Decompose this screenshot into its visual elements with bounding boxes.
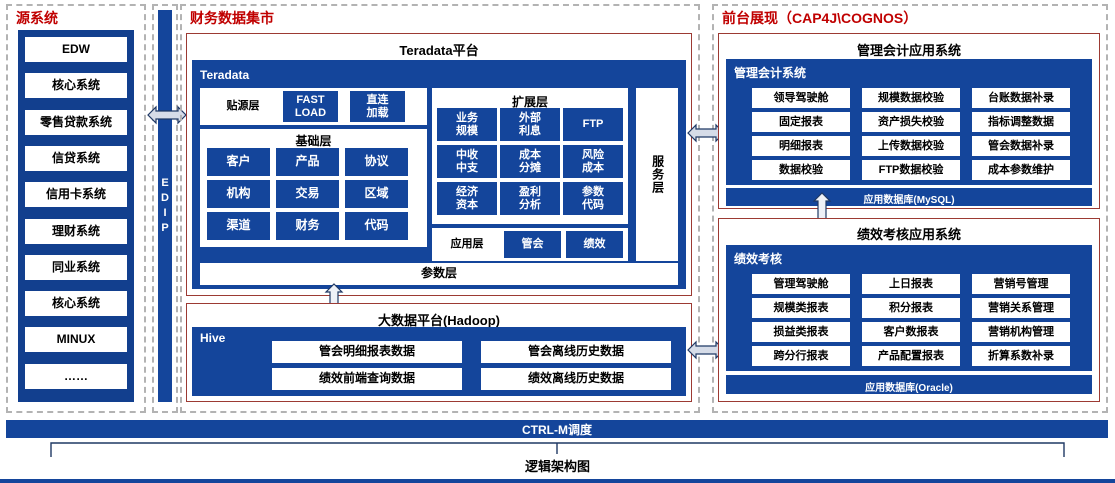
teradata-panel-label: Teradata bbox=[200, 68, 250, 82]
mgmt-accounting-chip: 资产损失校验 bbox=[862, 112, 960, 132]
performance-panel-label: 绩效考核 bbox=[734, 252, 783, 266]
zone-source-systems-title: 源系统 bbox=[16, 10, 58, 26]
extension-layer-chip: 成本 分摊 bbox=[500, 145, 560, 178]
teradata-platform-title: Teradata平台 bbox=[399, 43, 479, 58]
hadoop-platform-title: 大数据平台(Hadoop) bbox=[377, 313, 501, 328]
app-layer-label: 应用层 bbox=[436, 231, 498, 258]
mgmt-accounting-chip: 指标调整数据 bbox=[972, 112, 1070, 132]
extension-layer-chip: 业务 规模 bbox=[437, 108, 497, 141]
app-layer-chip-jixiao: 绩效 bbox=[566, 231, 623, 258]
ctrl-m-scheduler-bar: CTRL-M调度 bbox=[6, 420, 1108, 438]
performance-chip: 上日报表 bbox=[862, 274, 960, 294]
edip-letter-e: E bbox=[161, 177, 169, 190]
extension-layer-chip: 中收 中支 bbox=[437, 145, 497, 178]
zone-front-presentation-title: 前台展现（CAP4J\COGNOS） bbox=[722, 10, 918, 26]
extension-layer-chip: FTP bbox=[563, 108, 623, 141]
source-system-item: 核心系统 bbox=[25, 73, 127, 98]
extension-layer-chip: 风险 成本 bbox=[563, 145, 623, 178]
mgmt-accounting-chip: 领导驾驶舱 bbox=[752, 88, 850, 108]
zone-source-systems bbox=[6, 4, 146, 413]
edip-letter-d: D bbox=[161, 192, 169, 205]
extension-layer-chip: 外部 利息 bbox=[500, 108, 560, 141]
performance-chip: 跨分行报表 bbox=[752, 346, 850, 366]
ctrl-m-scheduler-label: CTRL-M调度 bbox=[522, 422, 592, 437]
performance-db-bar bbox=[726, 375, 1092, 394]
mgmt-accounting-chip: 明细报表 bbox=[752, 136, 850, 156]
extension-layer-chip: 参数 代码 bbox=[563, 182, 623, 215]
mgmt-accounting-chip: FTP数据校验 bbox=[862, 160, 960, 180]
performance-chip: 积分报表 bbox=[862, 298, 960, 318]
edip-letter-p: P bbox=[161, 221, 169, 234]
performance-chip: 规模类报表 bbox=[752, 298, 850, 318]
param-layer-label: 参数层 bbox=[200, 263, 678, 285]
mgmt-accounting-db-label: 应用数据库(MySQL) bbox=[863, 195, 955, 206]
mgmt-accounting-chip: 管会数据补录 bbox=[972, 136, 1070, 156]
mgmt-accounting-panel-label: 管理会计系统 bbox=[734, 66, 807, 80]
mgmt-accounting-chip: 数据校验 bbox=[752, 160, 850, 180]
base-layer-title: 基础层 bbox=[295, 134, 332, 148]
mgmt-accounting-chip: 规模数据校验 bbox=[862, 88, 960, 108]
source-system-item: 同业系统 bbox=[25, 255, 127, 280]
source-system-item: 信贷系统 bbox=[25, 146, 127, 171]
zone-front-presentation bbox=[712, 4, 1108, 413]
footer-brace bbox=[50, 442, 1065, 457]
source-system-item: 理财系统 bbox=[25, 219, 127, 244]
source-layer-chip-direct-load-label: 直连 加载 bbox=[366, 94, 389, 119]
hive-chip: 绩效离线历史数据 bbox=[481, 368, 671, 390]
base-layer-chip: 代码 bbox=[345, 212, 408, 240]
performance-title: 绩效考核应用系统 bbox=[856, 227, 961, 242]
source-layer-label: 贴源层 bbox=[204, 92, 282, 121]
source-system-item: 核心系统 bbox=[25, 291, 127, 316]
base-layer-chip: 产品 bbox=[276, 148, 339, 176]
base-layer-chip: 机构 bbox=[207, 180, 270, 208]
zone-edip bbox=[152, 4, 178, 413]
mgmt-accounting-chip: 上传数据校验 bbox=[862, 136, 960, 156]
source-system-item: 零售贷款系统 bbox=[25, 110, 127, 135]
extension-layer-title: 扩展层 bbox=[511, 95, 548, 109]
edip-bar: E D I P bbox=[158, 10, 172, 402]
zone-finance-data-mart bbox=[180, 4, 700, 413]
source-system-item: MINUX bbox=[25, 327, 127, 352]
source-layer-chip-fastload: FAST LOAD bbox=[283, 91, 338, 122]
base-layer-chip: 客户 bbox=[207, 148, 270, 176]
performance-chip: 损益类报表 bbox=[752, 322, 850, 342]
source-system-item: EDW bbox=[25, 37, 127, 62]
app-layer-chip-guanhui: 管会 bbox=[504, 231, 561, 258]
base-layer-chip: 区域 bbox=[345, 180, 408, 208]
performance-chip: 营销机构管理 bbox=[972, 322, 1070, 342]
edip-letter-i: I bbox=[163, 207, 167, 219]
hive-chip: 管会明细报表数据 bbox=[272, 341, 462, 363]
footer-rule bbox=[0, 479, 1115, 483]
performance-db-label: 应用数据库(Oracle) bbox=[865, 383, 953, 394]
hive-chip: 绩效前端查询数据 bbox=[272, 368, 462, 390]
base-layer-chip: 交易 bbox=[276, 180, 339, 208]
base-layer-chip: 财务 bbox=[276, 212, 339, 240]
performance-chip: 客户数报表 bbox=[862, 322, 960, 342]
extension-layer-chip: 盈利 分析 bbox=[500, 182, 560, 215]
source-system-item: …… bbox=[25, 364, 127, 389]
base-layer-chip: 协议 bbox=[345, 148, 408, 176]
base-layer-chip: 渠道 bbox=[207, 212, 270, 240]
source-layer-chip-direct-load: 直连 加载 bbox=[350, 91, 405, 122]
extension-layer-chip: 经济 资本 bbox=[437, 182, 497, 215]
mgmt-accounting-chip: 固定报表 bbox=[752, 112, 850, 132]
performance-chip: 营销号管理 bbox=[972, 274, 1070, 294]
performance-chip: 营销关系管理 bbox=[972, 298, 1070, 318]
performance-chip: 管理驾驶舱 bbox=[752, 274, 850, 294]
mgmt-accounting-title: 管理会计应用系统 bbox=[856, 43, 961, 58]
footer-label: 逻辑架构图 bbox=[524, 459, 590, 474]
performance-chip: 折算系数补录 bbox=[972, 346, 1070, 366]
service-layer-label: 服务层 bbox=[636, 88, 678, 261]
mgmt-accounting-chip: 台账数据补录 bbox=[972, 88, 1070, 108]
zone-finance-data-mart-title: 财务数据集市 bbox=[190, 10, 274, 26]
source-layer-chip-fastload-label: FAST LOAD bbox=[294, 94, 327, 119]
hive-chip: 管会离线历史数据 bbox=[481, 341, 671, 363]
hive-panel-label: Hive bbox=[200, 331, 226, 345]
mgmt-accounting-chip: 成本参数维护 bbox=[972, 160, 1070, 180]
source-system-item: 信用卡系统 bbox=[25, 182, 127, 207]
performance-chip: 产品配置报表 bbox=[862, 346, 960, 366]
